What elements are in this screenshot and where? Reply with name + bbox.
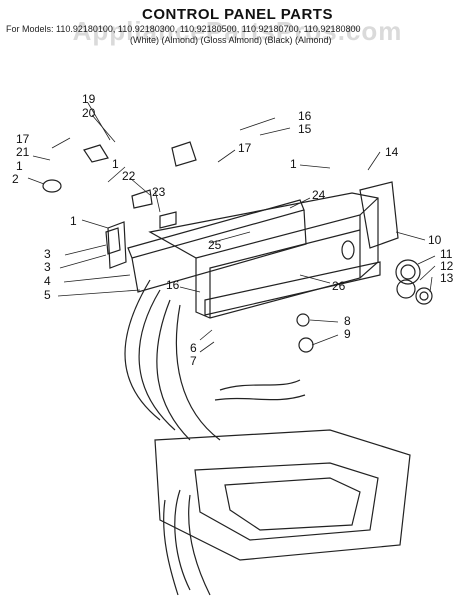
- callout-10: 10: [428, 233, 442, 247]
- callout-12: 12: [440, 259, 454, 273]
- timer-dial: [395, 259, 421, 285]
- callout-8: 8: [344, 314, 351, 328]
- callout-19: 19: [82, 92, 96, 106]
- right-end-bracket: [359, 181, 399, 249]
- callout-3b: 3: [44, 260, 51, 274]
- switch-knob: [42, 179, 62, 193]
- callout-2: 2: [12, 172, 19, 186]
- left-end-cap: [107, 221, 127, 269]
- models-line: For Models: 110.92180100, 110.92180300, …: [6, 24, 361, 34]
- callout-25: 25: [208, 238, 222, 252]
- callout-26: 26: [332, 279, 346, 293]
- callout-9: 9: [344, 327, 351, 341]
- callout-1a: 1: [16, 159, 23, 173]
- callout-22: 22: [122, 169, 136, 183]
- callout-17b: 17: [238, 141, 252, 155]
- callout-20: 20: [82, 106, 96, 120]
- callout-23: 23: [152, 185, 166, 199]
- callout-1c: 1: [112, 157, 119, 171]
- callout-15: 15: [298, 122, 312, 136]
- callout-17a: 17: [16, 132, 30, 146]
- callout-3: 3: [44, 247, 51, 261]
- diagram-title: CONTROL PANEL PARTS: [142, 6, 333, 23]
- callout-13: 13: [440, 271, 454, 285]
- colors-line: (White) (Almond) (Gloss Almond) (Black) …: [130, 35, 332, 45]
- callout-11: 11: [440, 247, 453, 261]
- callout-5: 5: [44, 288, 51, 302]
- callout-16b: 16: [166, 278, 180, 292]
- callout-24: 24: [312, 188, 326, 202]
- callout-7: 7: [190, 354, 197, 368]
- callout-14: 14: [385, 145, 399, 159]
- callout-6: 6: [190, 341, 197, 355]
- callout-1d: 1: [70, 214, 77, 228]
- callout-4: 4: [44, 274, 51, 288]
- callout-16a: 16: [298, 109, 312, 123]
- callout-21: 21: [16, 145, 30, 159]
- callout-1b: 1: [290, 157, 297, 171]
- washer-top: [154, 429, 411, 561]
